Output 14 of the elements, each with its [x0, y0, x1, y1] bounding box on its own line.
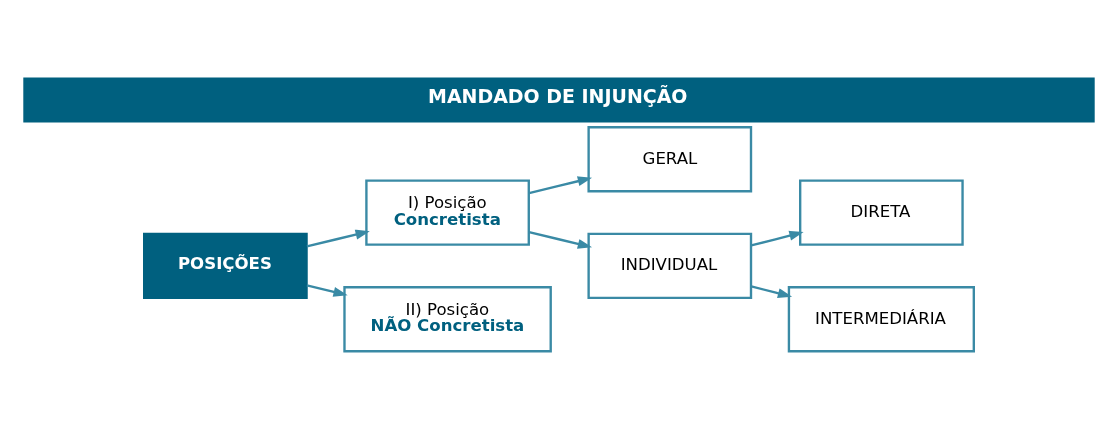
node-box: INTERMEDIÁRIA: [787, 285, 975, 352]
arrow: [750, 230, 804, 247]
arrow: [528, 230, 593, 249]
arrow: [750, 284, 793, 298]
node-box: INDIVIDUAL: [587, 232, 753, 299]
node-box: POSIÇÕES: [143, 232, 308, 299]
node-box: I) Posição Concretista: [365, 178, 530, 246]
node-box: II) Posição NÃO Concretista: [343, 285, 552, 352]
diagram-title: MANDADO DE INJUNÇÃO: [428, 84, 688, 107]
arrow: [306, 283, 348, 297]
node-box: GERAL: [587, 125, 753, 192]
node-box: DIRETA: [799, 178, 964, 246]
arrow: [306, 229, 370, 248]
arrow: [528, 175, 593, 194]
